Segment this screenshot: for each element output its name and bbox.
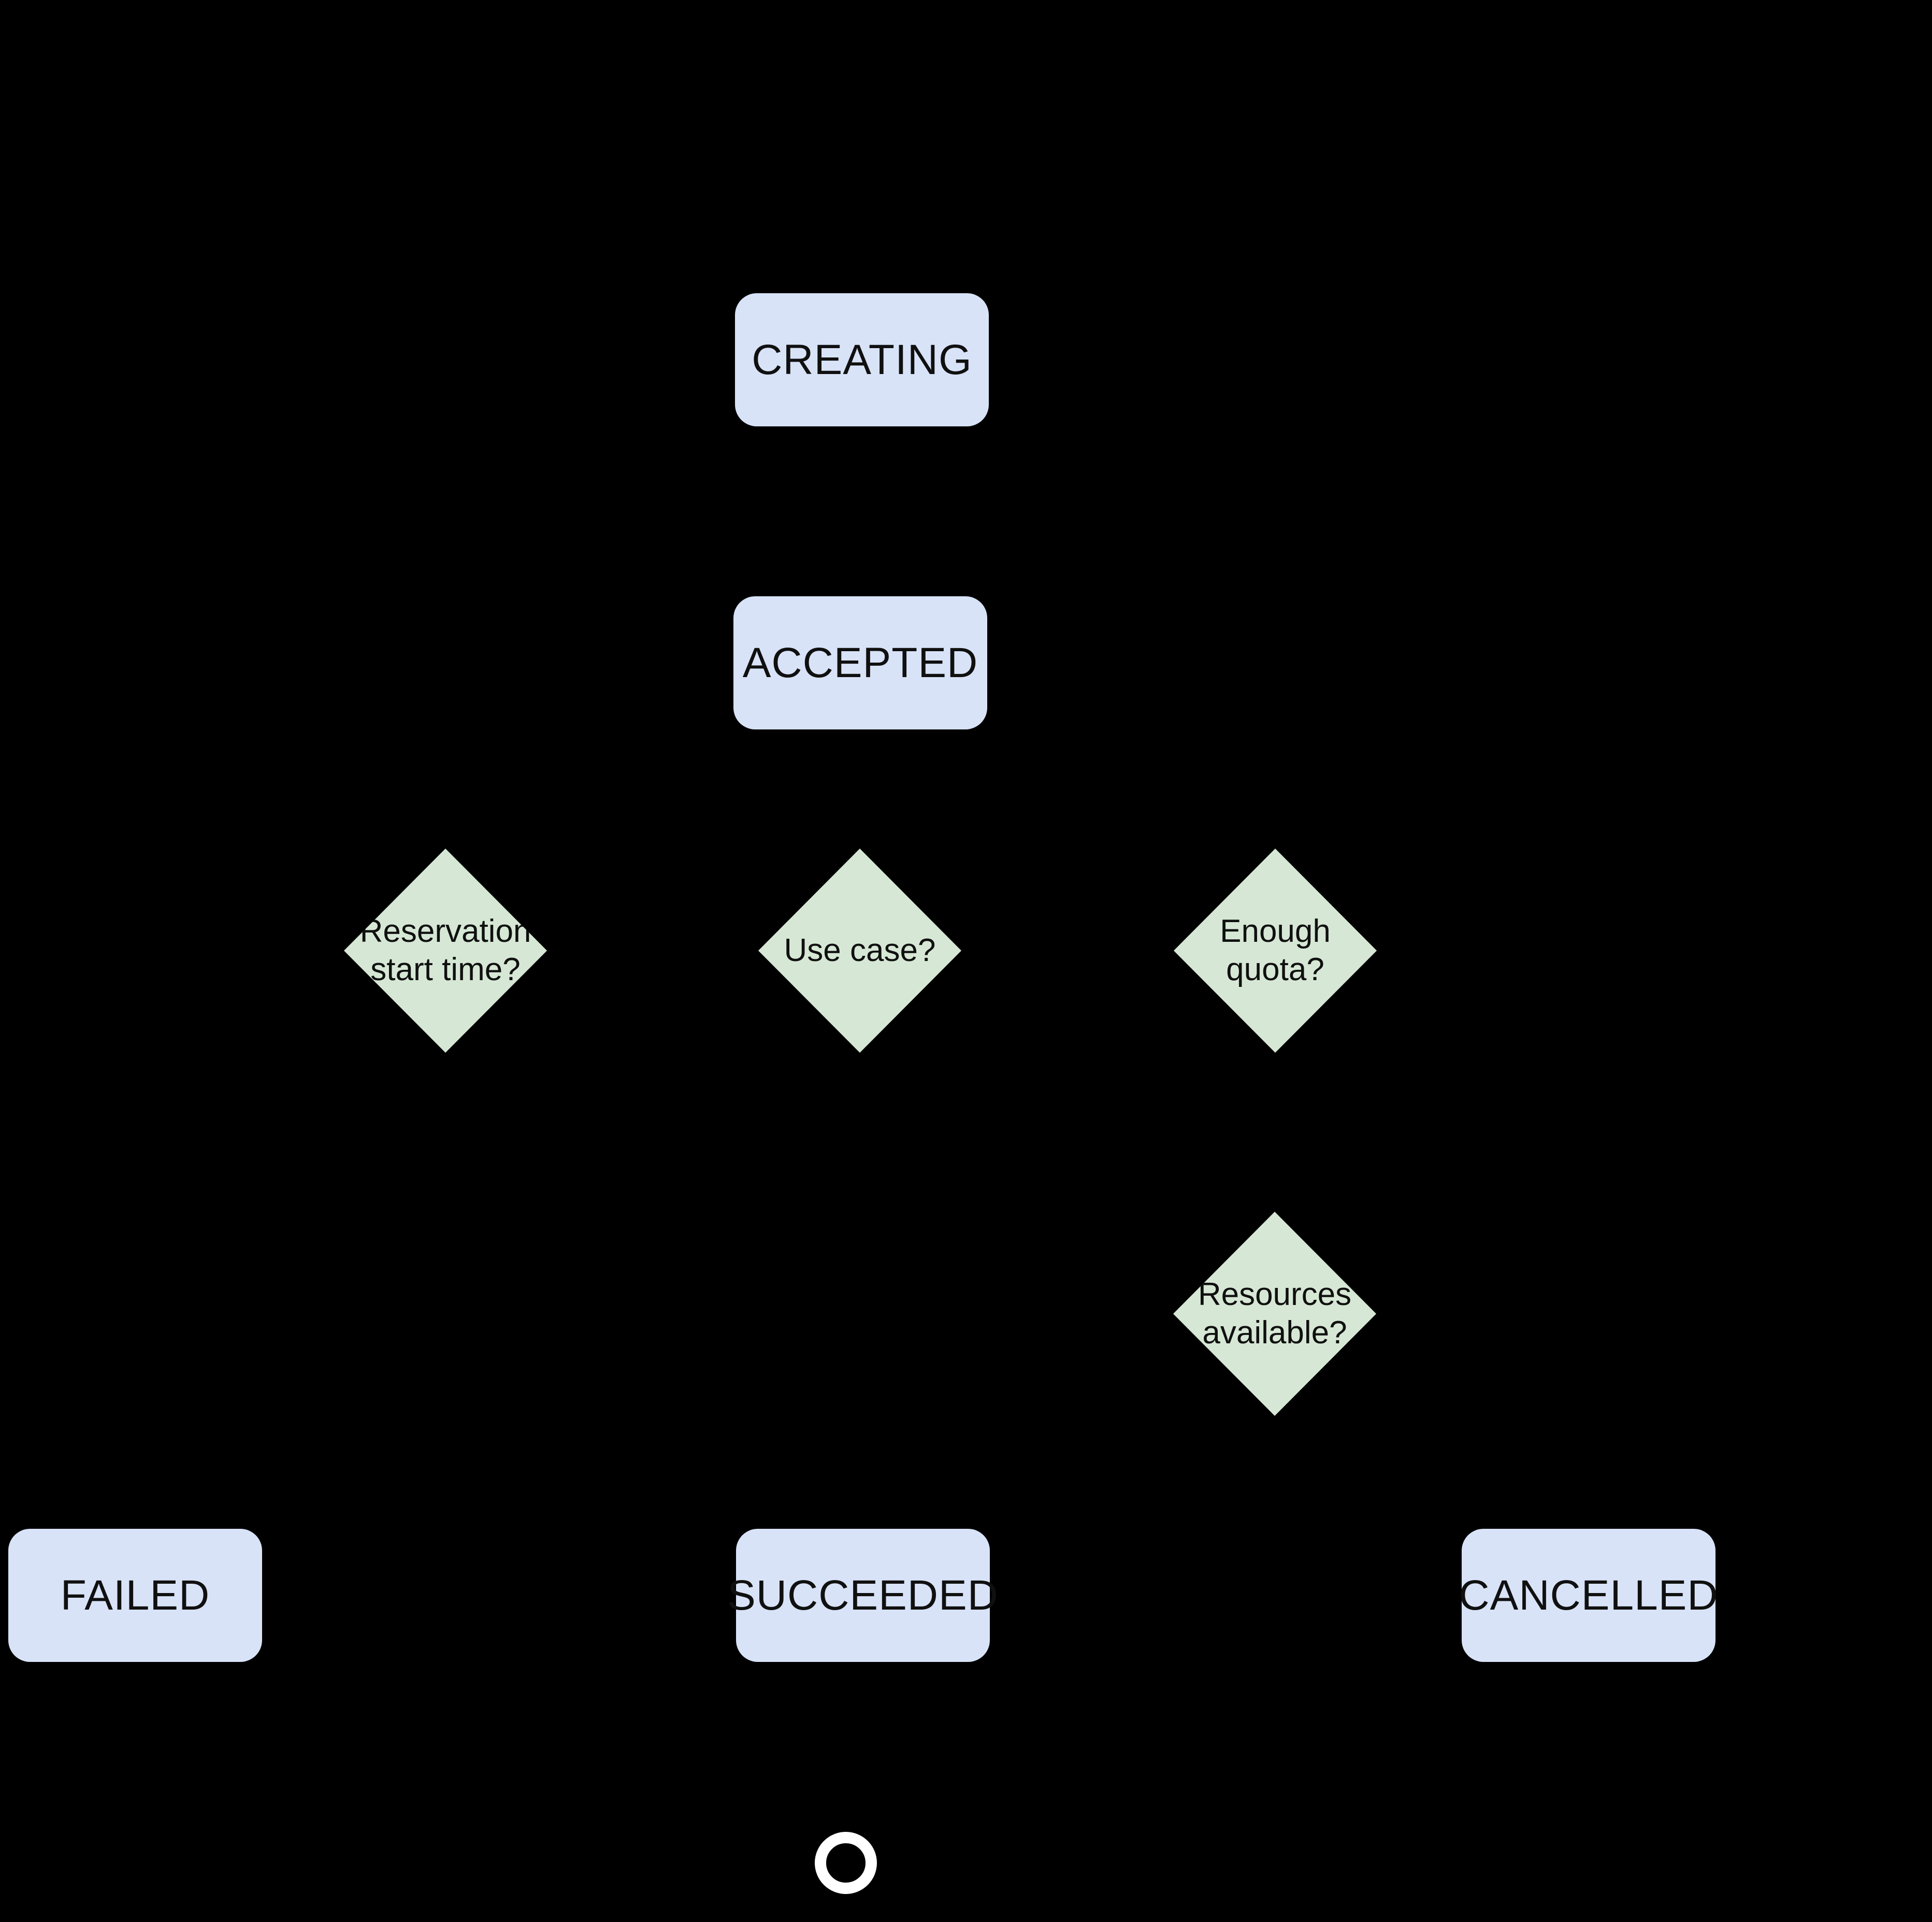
state-label-creating: CREATING <box>752 336 972 383</box>
state-label-accepted: ACCEPTED <box>742 639 978 686</box>
state-label-failed: FAILED <box>60 1571 210 1619</box>
state-node-cancelled: CANCELLED <box>1459 1529 1719 1662</box>
state-node-accepted: ACCEPTED <box>733 596 987 729</box>
decision-node-resources-available: Resources available? <box>1173 1212 1376 1416</box>
state-node-succeeded: SUCCEEDED <box>727 1529 998 1662</box>
decision-label-line: Enough <box>1220 913 1331 949</box>
decision-node-enough-quota: Enough quota? <box>1174 849 1377 1053</box>
decision-node-reservation-start-time: Reservation start time? <box>344 849 547 1053</box>
decision-label-line: Resources <box>1198 1276 1352 1312</box>
state-label-succeeded: SUCCEEDED <box>727 1571 999 1619</box>
final-state-circle-icon <box>815 1832 877 1894</box>
decision-label-line: quota? <box>1226 952 1324 987</box>
state-node-creating: CREATING <box>735 293 989 426</box>
state-label-cancelled: CANCELLED <box>1459 1571 1719 1619</box>
decision-node-use-case: Use case? <box>758 849 961 1053</box>
state-node-failed: FAILED <box>8 1529 262 1662</box>
decision-label-line: Reservation <box>359 913 531 949</box>
decision-label-line: start time? <box>370 952 521 987</box>
decision-label-line: available? <box>1202 1315 1347 1351</box>
decision-label-line: Use case? <box>784 933 936 968</box>
